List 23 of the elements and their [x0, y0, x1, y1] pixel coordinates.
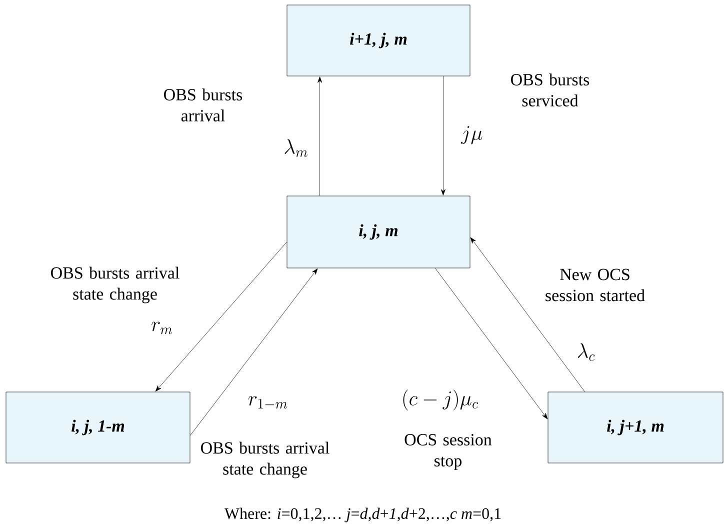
- arrow: [155, 242, 287, 392]
- state-box: i, j, m: [286, 196, 470, 268]
- transition-label: OCS session stop: [404, 434, 492, 470]
- transition-label: OBS bursts arrival state change: [201, 442, 330, 478]
- rate-label: $r_{m}$: [152, 322, 172, 334]
- state-box: i, j, 1-m: [6, 392, 190, 464]
- caption: Where: i=0,1,2,… j=d,d+1,d+2,…,c m=0,1: [224, 508, 501, 522]
- transition-label: New OCS session started: [546, 268, 645, 302]
- rate-label: $r_{1-m}$: [248, 396, 288, 409]
- arrow: [435, 268, 548, 420]
- state-box: i+1, j, m: [286, 4, 470, 76]
- rate-label: $\lambda_{m}$: [284, 139, 308, 157]
- arrow: [470, 237, 585, 392]
- arrow: [190, 268, 318, 436]
- rate-label: $j\mu$: [460, 126, 482, 144]
- transition-label: OBS bursts serviced: [511, 74, 590, 106]
- transition-label: OBS bursts arrival: [164, 88, 242, 122]
- arrow: [318, 76, 322, 196]
- state-box: i, j+1, m: [548, 392, 724, 464]
- arrow: [440, 76, 446, 196]
- rate-label: $(c-j)\mu_{c}$: [403, 390, 478, 410]
- transition-label: OBS bursts arrival state change: [51, 266, 180, 304]
- rate-label: $\lambda_{c}$: [578, 343, 595, 361]
